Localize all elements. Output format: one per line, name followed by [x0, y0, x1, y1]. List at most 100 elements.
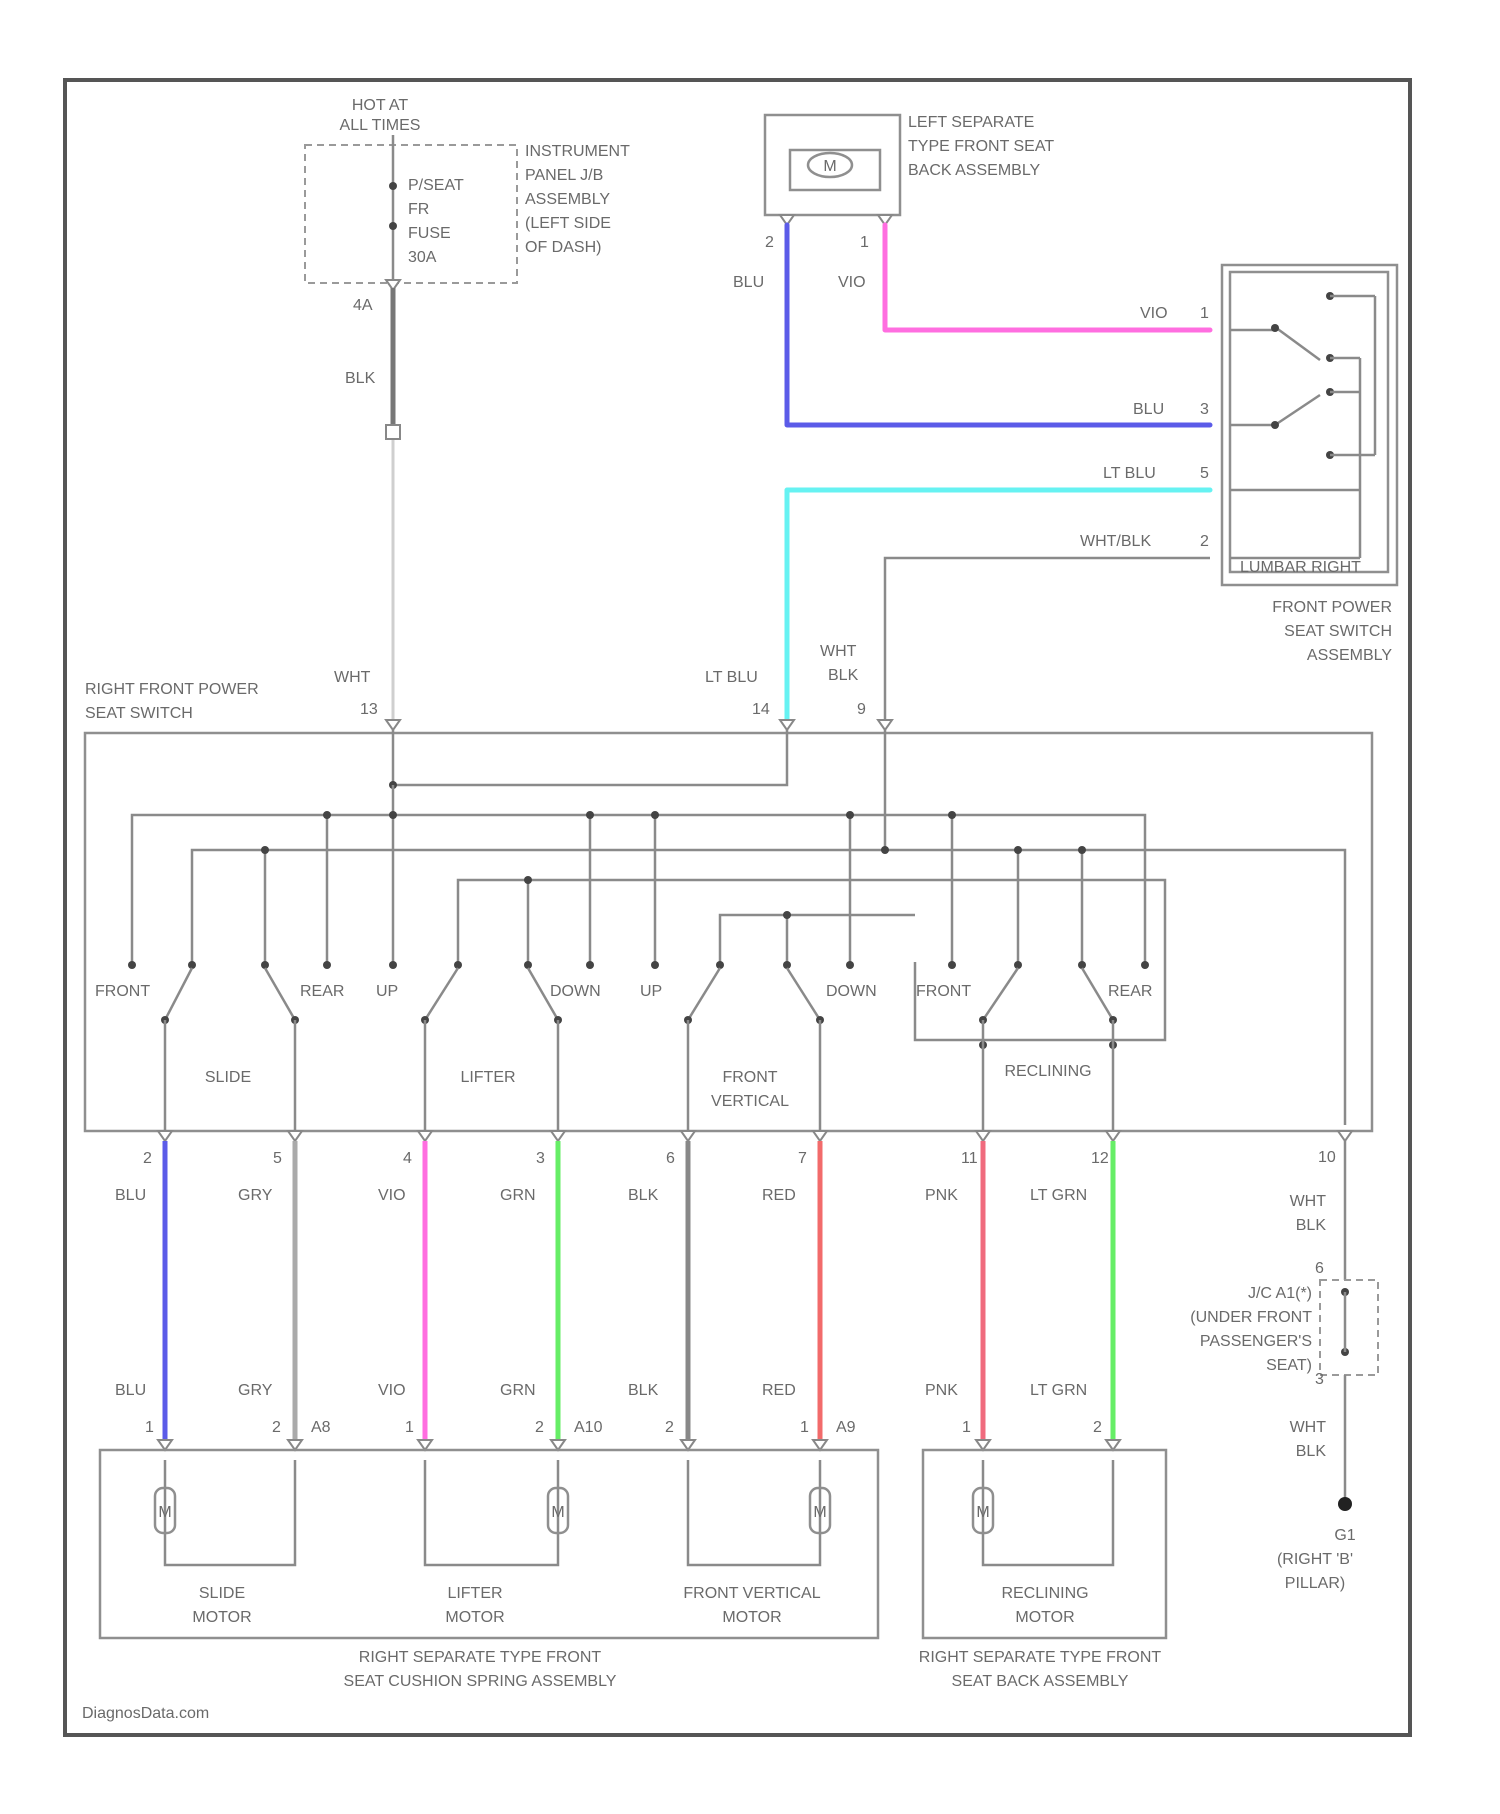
ground-wire2-1: WHT [1290, 1419, 1327, 1436]
lumbar-motor-label-2: TYPE FRONT SEAT [908, 138, 1054, 155]
lumbar-sw-wire-3: LT BLU [1103, 465, 1156, 482]
watermark: DiagnosData.com [82, 1705, 209, 1722]
top-pin-13: 13 [360, 701, 378, 718]
jb-label-4: (LEFT SIDE [525, 215, 611, 232]
top-pin-13-wire: WHT [334, 669, 371, 686]
slide-motor-symbol: M [158, 1504, 171, 1521]
lifter-motor-name-1: LIFTER [447, 1585, 502, 1602]
group-reclining: RECLINING [1004, 1063, 1091, 1080]
motor-pin-terminal [813, 1440, 827, 1450]
power-connector: 4A [353, 297, 373, 314]
fuse-label-2: FR [408, 201, 429, 218]
fuse-label-3: FUSE [408, 225, 451, 242]
pos-vertical-down: DOWN [826, 983, 877, 1000]
ground-point-icon [1338, 1497, 1352, 1511]
switch-pin-terminal [1106, 1131, 1120, 1141]
switch-contacts [128, 961, 1149, 1049]
top-pin-14: 14 [752, 701, 770, 718]
switch-pin-terminal [418, 1131, 432, 1141]
joint-label-2: (UNDER FRONT [1190, 1309, 1312, 1326]
switch-pin-terminal [551, 1131, 565, 1141]
lumbar-wire-left: BLU [733, 274, 764, 291]
switch-pin-terminal [158, 1131, 172, 1141]
wire-color-label-lower: BLU [115, 1382, 146, 1399]
wire-whtblk [885, 558, 1210, 720]
switch-pin-number: 12 [1091, 1150, 1109, 1167]
group-vertical-1: FRONT [722, 1069, 777, 1086]
lumbar-switch-label-1: FRONT POWER [1272, 599, 1392, 616]
slide-motor-name-2: MOTOR [192, 1609, 251, 1626]
pos-lifter-down: DOWN [550, 983, 601, 1000]
motor-pin-number: 1 [145, 1419, 154, 1436]
recline-motor-name-1: RECLINING [1001, 1585, 1088, 1602]
motor-connector-label: A8 [311, 1419, 331, 1436]
vertical-motor-name-1: FRONT VERTICAL [683, 1585, 820, 1602]
joint-pin-top: 6 [1315, 1260, 1324, 1277]
ground-point-3: PILLAR) [1285, 1575, 1345, 1592]
top-pin-9-wire-1: WHT [820, 643, 857, 660]
motor-m-symbols: M M M M [155, 1488, 993, 1533]
lumbar-sw-pin-3: 5 [1200, 465, 1209, 482]
wire-color-label-upper: GRN [500, 1187, 536, 1204]
lifter-motor-name-2: MOTOR [445, 1609, 504, 1626]
motor-pin-terminal [681, 1440, 695, 1450]
back-assembly-1: RIGHT SEPARATE TYPE FRONT [919, 1649, 1162, 1666]
power-feed: 4A BLK [345, 280, 400, 720]
seat-switch-label-1: RIGHT FRONT POWER [85, 681, 259, 698]
lumbar-motor-symbol: M [823, 158, 836, 175]
motor-pin-number: 1 [800, 1419, 809, 1436]
cushion-assembly-2: SEAT CUSHION SPRING ASSEMBLY [344, 1673, 617, 1690]
wire-color-label-lower: GRY [238, 1382, 273, 1399]
group-lifter: LIFTER [460, 1069, 515, 1086]
recline-motor-name-2: MOTOR [1015, 1609, 1074, 1626]
motor-pin-terminal [976, 1440, 990, 1450]
lumbar-pin-left: 2 [765, 234, 774, 251]
fuse-block: HOT AT ALL TIMES P/SEAT FR FUSE 30A INST… [305, 97, 630, 283]
wire-color-label-lower: PNK [925, 1382, 958, 1399]
recline-motor-symbol: M [976, 1504, 989, 1521]
lumbar-pin-right: 1 [860, 234, 869, 251]
lumbar-wire-right: VIO [838, 274, 866, 291]
wire-blu-lumbar [787, 225, 1210, 425]
switch-pin-number: 2 [143, 1150, 152, 1167]
wire-color-label-upper: LT GRN [1030, 1187, 1087, 1204]
motor-pin-number: 1 [962, 1419, 971, 1436]
lumbar-inner-label: LUMBAR RIGHT [1240, 559, 1361, 576]
motor-blocks: M M M M SLIDE MOTOR LIFTER MOTOR FRONT V… [100, 1450, 1166, 1690]
motor-connector-label: A10 [574, 1419, 603, 1436]
lumbar-motor-label-1: LEFT SEPARATE [908, 114, 1034, 131]
lumbar-switch-label-3: ASSEMBLY [1307, 647, 1392, 664]
motor-connector-label: A9 [836, 1419, 856, 1436]
motor-pin-number: 2 [665, 1419, 674, 1436]
switch-pin-number: 3 [536, 1150, 545, 1167]
pos-slide-front: FRONT [95, 983, 150, 1000]
motor-pin-terminal [1106, 1440, 1120, 1450]
joint-pin-bottom: 3 [1315, 1371, 1324, 1388]
motor-pin-terminal [551, 1440, 565, 1450]
seat-switch-label-2: SEAT SWITCH [85, 705, 193, 722]
wire-color-label-lower: BLK [628, 1382, 659, 1399]
switch-pin-number: 7 [798, 1150, 807, 1167]
pos-recline-front: FRONT [916, 983, 971, 1000]
switch-pin-terminal [976, 1131, 990, 1141]
lumbar-switch-label-2: SEAT SWITCH [1284, 623, 1392, 640]
lumbar-motor: M LEFT SEPARATE TYPE FRONT SEAT BACK ASS… [733, 114, 1054, 291]
wire-color-label-upper: BLK [628, 1187, 659, 1204]
seat-switch: RIGHT FRONT POWER SEAT SWITCH WHT 13 LT … [85, 643, 1372, 1131]
ground-wire1-2: BLK [1296, 1217, 1327, 1234]
wire-ltblu [787, 490, 1210, 720]
switch-pin-terminal [813, 1131, 827, 1141]
motor-wires: 2BLUBLU15GRYGRY2A84VIOVIO13GRNGRN2A106BL… [115, 1131, 1120, 1450]
lumbar-sw-pin-1: 1 [1200, 305, 1209, 322]
top-pin-14-wire: LT BLU [705, 669, 758, 686]
slide-motor-name-1: SLIDE [199, 1585, 245, 1602]
wire-color-label-upper: BLU [115, 1187, 146, 1204]
vertical-motor-name-2: MOTOR [722, 1609, 781, 1626]
ground-wire1-1: WHT [1290, 1193, 1327, 1210]
lumbar-sw-wire-2: BLU [1133, 401, 1164, 418]
pos-recline-rear: REAR [1108, 983, 1152, 1000]
motor-pin-number: 2 [535, 1419, 544, 1436]
pos-lifter-up: UP [376, 983, 398, 1000]
ground-wire2-2: BLK [1296, 1443, 1327, 1460]
hot-label-2: ALL TIMES [340, 117, 421, 134]
